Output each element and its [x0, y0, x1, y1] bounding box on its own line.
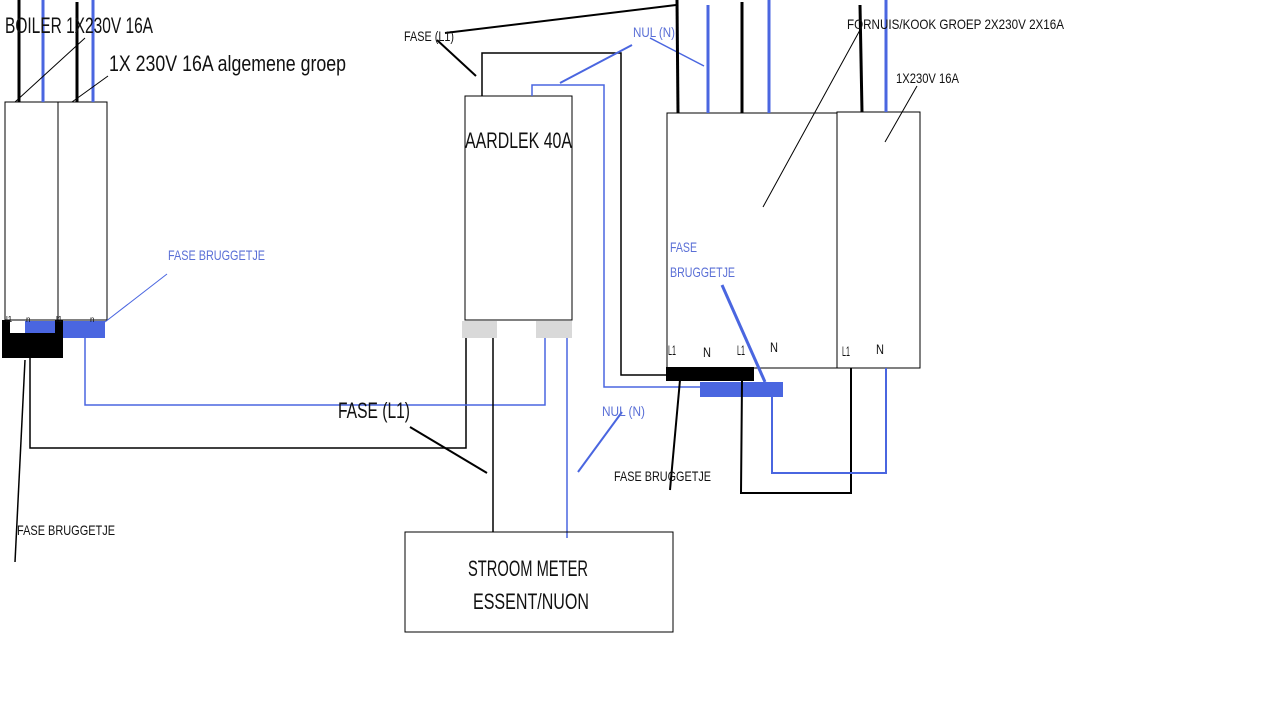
nul-mid-leader	[577, 411, 623, 473]
neutral-wire-aardlek-out	[531, 84, 700, 388]
fornuis-label: FORNUIS/KOOK GROEP 2X230V 2X16A	[847, 16, 1065, 32]
phase-bridge-left	[2, 320, 63, 358]
fase-l1-mid-label: FASE (L1)	[338, 398, 410, 423]
terminal-label: n	[90, 315, 94, 324]
terminal-label: N	[770, 339, 778, 355]
nul-top-leader	[559, 44, 633, 84]
fase-bruggetje-left-label: FASE BRUGGETJE	[17, 522, 115, 538]
terminal-label: L1	[842, 343, 850, 359]
neutral-wire-right-loop	[771, 368, 887, 474]
fase-bruggetje-right-label-1: FASE	[670, 239, 697, 255]
bridge-right-leader	[720, 284, 767, 383]
terminal-label: N	[876, 341, 884, 357]
boiler-breaker	[4, 101, 59, 321]
aardlek-terminal-phase	[462, 321, 497, 338]
phase-wire-right-loop	[739, 368, 852, 494]
phase-wire-left-feed	[29, 338, 467, 449]
fase-top-leader-2	[436, 39, 477, 77]
aardlek-label: AARDLEK 40A	[465, 128, 572, 153]
phase-bridge-right	[666, 367, 754, 381]
fase-bruggetje-mid-label: FASE BRUGGETJE	[614, 468, 711, 484]
terminal-label: l1	[6, 315, 13, 324]
fase-mid-leader	[409, 426, 488, 474]
nul-n-top-label: NUL (N)	[633, 24, 675, 40]
fase-bruggetje-left-blue-label: FASE BRUGGETJE	[168, 247, 265, 263]
bridge-mid-leader	[669, 379, 681, 491]
fase-l1-top-label: FASE (L1)	[404, 28, 454, 44]
terminal-label: L1	[668, 342, 676, 358]
fase-bruggetje-right-label-2: BRUGGETJE	[670, 264, 735, 280]
terminal-label: l1	[56, 315, 63, 324]
general-leader	[71, 75, 109, 103]
neutral-wire-left-feed	[84, 338, 546, 406]
terminal-label: L1	[737, 342, 745, 358]
aardlek-box	[464, 95, 573, 321]
bridge-leader-black	[14, 359, 26, 563]
terminal-label: n	[26, 315, 30, 324]
meter-box	[404, 531, 674, 633]
fornuis-leader	[762, 29, 861, 208]
boiler-leader	[14, 37, 86, 103]
right-phase-wire	[858, 4, 864, 113]
left-breakers: l1 n l1 n	[2, 0, 168, 563]
fase-top-leader	[444, 4, 677, 34]
meter-label-line1: STROOM METER	[468, 556, 588, 581]
right-breaker	[836, 111, 921, 369]
fornuis-phase-wire-1	[675, 0, 680, 114]
phase-wire-aardlek-out	[481, 52, 667, 376]
terminal-label: N	[703, 344, 711, 360]
meter-label-line2: ESSENT/NUON	[473, 589, 589, 614]
aardlek-terminal-neutral	[536, 321, 572, 338]
boiler-label: BOILER 1X230V 16A	[5, 13, 153, 38]
general-group-label: 1X 230V 16A algemene groep	[109, 51, 346, 76]
bridge-leader-blue	[104, 273, 168, 323]
right-group-label: 1X230V 16A	[896, 70, 960, 86]
nul-n-mid-label: NUL (N)	[602, 403, 645, 419]
general-breaker	[57, 101, 108, 321]
right-group-leader	[884, 85, 918, 143]
